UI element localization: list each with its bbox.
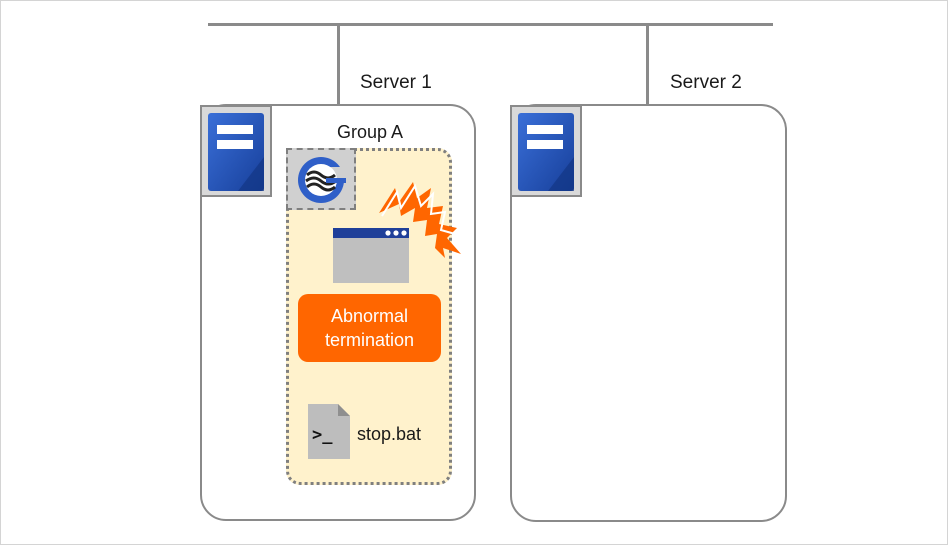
badge-line-2: termination [324,330,415,350]
server-2-network-link [646,25,649,105]
cluster-logo-icon [286,148,356,210]
abnormal-termination-badge: Abnormal termination [298,294,441,362]
script-file-icon: >_ [308,404,350,459]
application-window-icon [333,228,409,283]
server-1-label: Server 1 [360,72,432,93]
svg-text:>_: >_ [312,425,333,445]
server-icon [510,105,582,197]
group-label: Group A [337,122,404,142]
server-icon [200,105,272,197]
script-file-label: stop.bat [357,424,422,444]
server-1-network-link [337,25,340,107]
badge-line-1: Abnormal [330,306,409,326]
lightning-bolt-icon [379,182,461,258]
network-backbone [208,23,773,26]
server-2-label: Server 2 [670,72,742,93]
